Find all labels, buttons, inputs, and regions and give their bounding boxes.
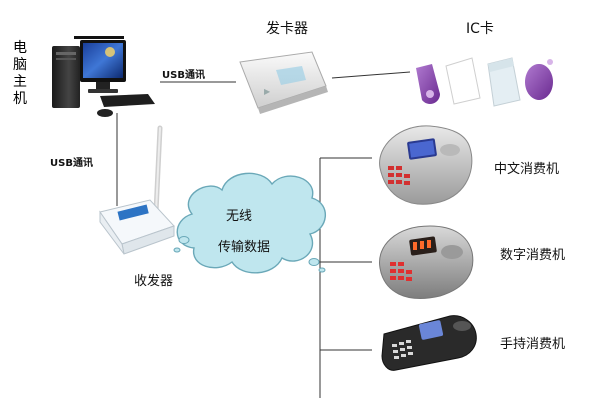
usb-link-top-label: USB通讯 (162, 70, 205, 81)
desktop-computer-icon (52, 36, 155, 117)
computer-label-char: 电 (13, 40, 27, 56)
card-reader-icon: ▶ (239, 51, 328, 114)
computer-label-char: 主 (13, 74, 27, 90)
transceiver-label: 收发器 (134, 274, 174, 289)
handheld-terminal-icon (381, 315, 477, 371)
terminal-chinese-label: 中文消费机 (494, 162, 560, 177)
connector-lines (116, 71, 411, 398)
computer-label-char: 机 (13, 91, 27, 107)
pos-terminal-icon (379, 225, 474, 299)
wireless-label-line2: 传输数据 (218, 240, 271, 255)
usb-link-left-label: USB通讯 (50, 158, 93, 169)
cloud-icon (173, 172, 327, 274)
wireless-label-line1: 无线 (226, 209, 253, 224)
pos-terminal-icon (379, 125, 473, 205)
computer-label-char: 脑 (13, 57, 27, 73)
router-icon (99, 125, 175, 255)
terminal-handheld-label: 手持消费机 (500, 337, 566, 352)
card-issuer-label: 发卡器 (266, 21, 308, 37)
svg-text:▶: ▶ (264, 87, 271, 96)
line-issuer-to-cards (331, 71, 411, 79)
ic-card-label: IC卡 (466, 21, 494, 37)
ic-card-icon (416, 57, 553, 107)
computer-label: 电 脑 主 机 (12, 40, 28, 108)
terminal-digital-label: 数字消费机 (500, 248, 566, 263)
